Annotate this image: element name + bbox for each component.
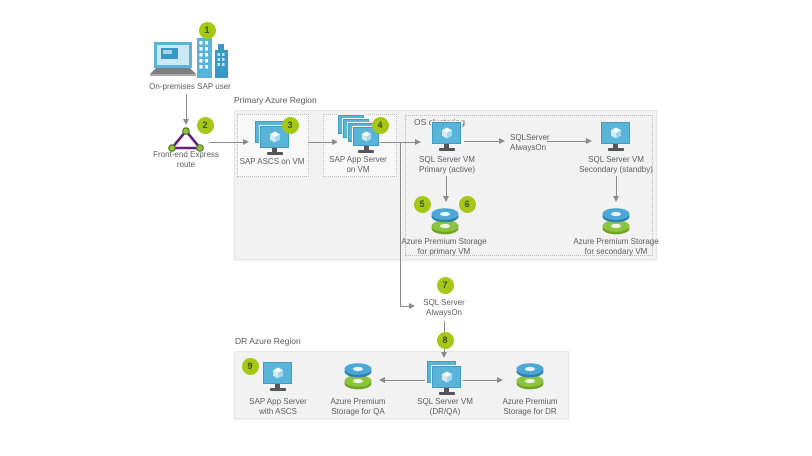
premium-storage-dr-icon <box>513 362 547 395</box>
connector-branch-vertical <box>400 143 401 306</box>
on-prem-label: On-premises SAP user <box>149 82 231 91</box>
connector-sqlprimary-storage <box>446 176 447 196</box>
step-badge-3: 3 <box>281 116 299 134</box>
sap-app-dr-vm-icon <box>261 362 294 393</box>
sql-primary-vm-icon <box>430 122 463 153</box>
storage-qa-label: Azure Premium Storage for QA <box>330 397 386 416</box>
premium-storage-primary-icon <box>428 207 462 240</box>
sap-app-server-label: SAP App Server on VM <box>329 155 387 174</box>
sql-dr-label: SQL Server VM (DR/QA) <box>417 397 473 416</box>
arrowhead-sqlprimary-alwayson <box>499 137 505 144</box>
arrowhead-appserver-sqlprimary <box>415 138 421 145</box>
arrowhead-alwayson-sqlsecondary <box>586 137 592 144</box>
expressroute-label: Front-end Express route <box>153 150 219 169</box>
connector-sqldr-storageqa <box>385 380 425 381</box>
premium-storage-qa-icon <box>341 362 375 395</box>
arrowhead-onprem-expressroute <box>183 119 189 125</box>
sql-secondary-vm-icon <box>599 122 632 153</box>
connector-branch-horizontal <box>400 306 409 307</box>
step-badge-7: 7 <box>436 276 454 294</box>
expressroute-icon <box>167 126 205 159</box>
laptop-and-buildings-icon <box>150 34 230 87</box>
sql-dr-vm-icon <box>427 361 461 396</box>
sap-ascs-vm-icon <box>255 121 289 156</box>
arrowhead-branch-alwayson <box>409 302 415 309</box>
connector-ascs-appserver <box>308 142 332 143</box>
connector-sqlprimary-alwayson <box>464 141 499 142</box>
sql-primary-label: SQL Server VM Primary (active) <box>418 155 475 174</box>
step-badge-4: 4 <box>371 116 389 134</box>
connector-appserver-sqlprimary <box>380 142 415 143</box>
sap-app-dr-label: SAP App Server with ASCS <box>249 397 307 416</box>
step-badge-1: 1 <box>198 21 216 39</box>
step-badge-2: 2 <box>196 116 214 134</box>
dr-region-title: DR Azure Region <box>235 336 301 346</box>
connector-expressroute-ascs <box>209 142 243 143</box>
arrowhead-ascs-appserver <box>332 138 338 145</box>
arrowhead-expressroute-ascs <box>243 138 249 145</box>
arrowhead-sqldr-storageqa <box>379 376 385 383</box>
arrowhead-alwayson-dr <box>441 352 447 358</box>
step-badge-5: 5 <box>413 195 431 213</box>
primary-region-title: Primary Azure Region <box>234 95 317 105</box>
sql-secondary-label: SQL Server VM Secondary (standby) <box>579 155 653 174</box>
arrowhead-sqldr-storagedr <box>497 376 503 383</box>
step-badge-6: 6 <box>458 195 476 213</box>
sqlserver-alwayson-label: SQLServer AlwaysOn <box>510 133 550 152</box>
connector-onprem-expressroute <box>186 94 187 119</box>
step-badge-8: 8 <box>436 331 454 349</box>
arrowhead-sqlprimary-storage <box>443 196 449 202</box>
step-badge-9: 9 <box>241 357 259 375</box>
storage-primary-label: Azure Premium Storage for primary VM <box>401 237 487 256</box>
arrowhead-sqlsecondary-storage <box>613 196 619 202</box>
os-clustering-box <box>405 115 653 256</box>
connector-alwayson-sqlsecondary <box>547 141 586 142</box>
connector-sqldr-storagedr <box>463 380 497 381</box>
connector-sqlsecondary-storage <box>616 176 617 196</box>
sql-server-alwayson-dr-label: SQL Server AlwaysOn <box>423 298 465 317</box>
sap-ascs-label: SAP ASCS on VM <box>239 157 305 166</box>
premium-storage-secondary-icon <box>599 207 633 240</box>
storage-dr-label: Azure Premium Storage for DR <box>502 397 558 416</box>
sap-app-server-vm-stack-icon <box>338 115 379 155</box>
storage-secondary-label: Azure Premium Storage for secondary VM <box>573 237 659 256</box>
